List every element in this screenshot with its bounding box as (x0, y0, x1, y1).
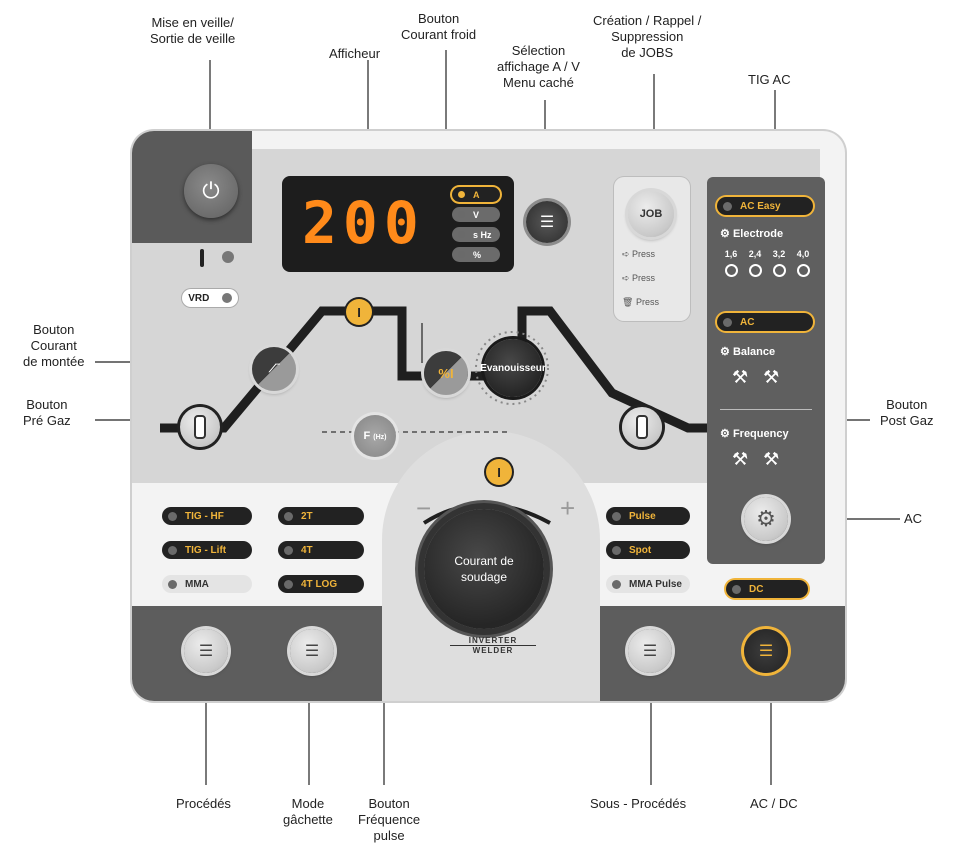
torch-icon: ⚒ (763, 449, 780, 469)
display-unit-2: s Hz (452, 227, 500, 242)
display-unit-0: A (452, 187, 500, 202)
torch-icon: ⚒ (732, 449, 749, 469)
procedes-button[interactable]: ☰ (184, 629, 228, 673)
electrode-row: ⚙ Electrode (720, 228, 784, 240)
brand-logo: INVERTER WELDER (450, 636, 536, 655)
temperature-led (222, 251, 234, 263)
menu-list-icon: ☰ (642, 643, 658, 660)
job-label: JOB (639, 208, 663, 220)
electrode-led (796, 264, 810, 277)
vrd-label: VRD (188, 292, 210, 304)
electrode-led (724, 264, 738, 277)
welding-current-knob[interactable]: Courant de soudage (424, 509, 544, 629)
callout-procedes: Procédés (176, 796, 231, 811)
callout-veille: Mise en veille/Sortie de veille (150, 15, 236, 46)
postgas-button[interactable] (622, 407, 662, 447)
welding-current-label: Courant de soudage (454, 554, 514, 584)
gear-icon: ⚙ (720, 428, 730, 440)
job-press-short: ➪ Press (622, 249, 656, 259)
vrd-led (221, 293, 232, 303)
electrode-size-1: 2,4 (744, 249, 766, 277)
ac-panel-divider (720, 409, 812, 410)
upslope-button[interactable]: ⟋‾ (252, 347, 296, 391)
upslope-icon: ⟋‾ (268, 363, 280, 375)
minus-sign: − (416, 493, 432, 523)
gear-icon: ⚙ (756, 506, 776, 531)
current-badge-main: I (346, 299, 372, 325)
sous-procedes-button[interactable]: ☰ (628, 629, 672, 673)
electrode-led (748, 264, 762, 277)
callout-tig-ac: TIG AC (748, 72, 791, 87)
display-unit-3: % (452, 247, 500, 262)
gachette-button[interactable]: ☰ (290, 629, 334, 673)
acdc-button[interactable]: ☰ (744, 629, 788, 673)
ac-settings-button[interactable]: ⚙ (744, 497, 788, 541)
menu-list-icon: ☰ (198, 643, 214, 660)
menu-list-icon: ☰ (539, 214, 555, 231)
evanouisseur-knob[interactable]: Evanouisseur (480, 339, 546, 397)
vrd-indicator: VRD (182, 289, 238, 307)
balance-row: ⚙ Balance (720, 346, 776, 358)
sous_procedes-pill-0: Pulse (606, 507, 690, 525)
ac-easy-indicator: AC Easy (717, 197, 813, 215)
display-unit-1: V (452, 207, 500, 222)
frequency-row: ⚙ Frequency (720, 428, 789, 440)
ac-indicator: AC (717, 313, 813, 331)
gachette-pill-1: 4T (278, 541, 364, 559)
pulse-frequency-label: F (Hz) (363, 430, 387, 442)
frequency-icons: ⚒ ⚒ (732, 449, 779, 470)
sous_procedes-pill-1: Spot (606, 541, 690, 559)
procedes-pill-1: TIG - Lift (162, 541, 252, 559)
gas-bottle-icon (636, 415, 648, 439)
thermometer-icon (200, 249, 204, 267)
evanouisseur-ring (475, 331, 549, 405)
electrode-size-0: 1,6 (720, 249, 742, 277)
gear-icon: ⚙ (720, 228, 730, 240)
cold-current-icon: %I (438, 365, 454, 381)
electrode-led (772, 264, 786, 277)
gachette-pill-2: 4T LOG (278, 575, 364, 593)
pregas-button[interactable] (180, 407, 220, 447)
balance-icons: ⚒ ⚒ (732, 367, 779, 388)
gas-bottle-icon (194, 415, 206, 439)
power-icon: ⏻ (202, 178, 220, 203)
job-button[interactable]: JOB (628, 191, 674, 237)
current-badge-knob: I (486, 459, 512, 485)
menu-list-icon: ☰ (758, 643, 774, 660)
callout-ac: AC (904, 511, 923, 526)
gachette-pill-0: 2T (278, 507, 364, 525)
evanouisseur-label: Evanouisseur (480, 362, 546, 374)
torch-icon: ⚒ (732, 367, 749, 387)
electrode-size-2: 3,2 (768, 249, 790, 277)
plus-sign: + (560, 493, 576, 523)
gear-icon: ⚙ (720, 346, 730, 358)
current-adjust-arc (422, 502, 551, 525)
dc-indicator: DC (726, 580, 808, 598)
display-value: 200 (302, 189, 425, 257)
cold-current-button[interactable]: %I (424, 351, 468, 395)
sous_procedes-pill-2: MMA Pulse (606, 575, 690, 593)
power-button[interactable]: ⏻ (184, 164, 238, 218)
callout-acdc: AC / DC (750, 796, 798, 811)
torch-icon: ⚒ (763, 367, 780, 387)
display-select-button[interactable]: ☰ (526, 201, 568, 243)
procedes-pill-0: TIG - HF (162, 507, 252, 525)
procedes-pill-2: MMA (162, 575, 252, 593)
callout-afficheur: Afficheur (329, 46, 381, 61)
pulse-frequency-button[interactable]: F (Hz) (354, 415, 396, 457)
electrode-size-3: 4,0 (792, 249, 814, 277)
menu-list-icon: ☰ (304, 643, 320, 660)
callout-sous-procedes: Sous - Procédés (590, 796, 687, 811)
job-press-long: ➪ Press (622, 273, 656, 283)
job-press-delete: 🗑 Press (622, 297, 659, 307)
